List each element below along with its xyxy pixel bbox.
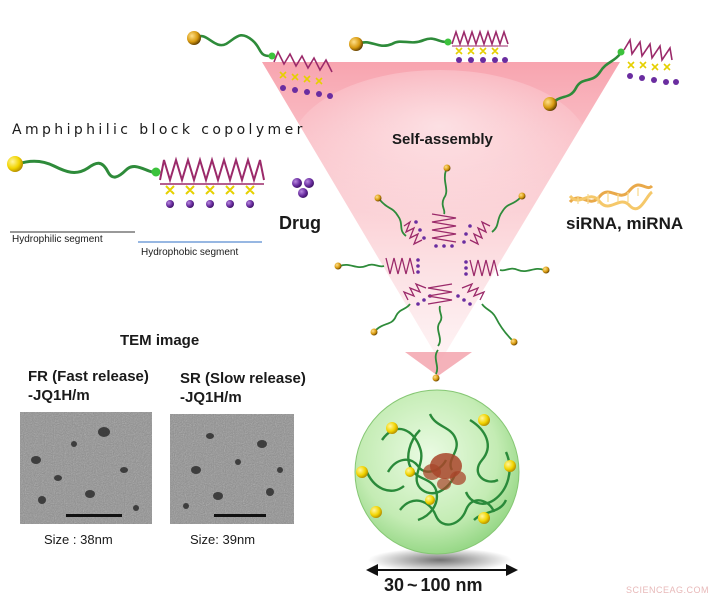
tem-title: TEM image xyxy=(120,332,200,349)
fr-sublabel: -JQ1H/m xyxy=(28,387,90,404)
micelle-assembly xyxy=(334,164,550,382)
watermark: SCIENCEAG.COM xyxy=(626,585,710,595)
hydrophilic-sphere-icon xyxy=(7,156,23,172)
scale-arrow-icon xyxy=(366,564,518,576)
size-fr-label: Size : 38nm xyxy=(44,532,113,547)
hydrophobic-label: Hydrophobic segment xyxy=(141,247,239,258)
micelle-shadow xyxy=(368,548,512,572)
cone-tip xyxy=(405,352,472,376)
fr-label: FR (Fast release) xyxy=(28,368,149,385)
copolymer-title: Amphiphilic block copolymer xyxy=(12,122,306,138)
size-range-label: 30 ~ 100 nm xyxy=(384,575,483,595)
sirna-label: siRNA, miRNA xyxy=(566,214,684,233)
hydrophilic-label: Hydrophilic segment xyxy=(12,234,103,245)
size-sr-label: Size: 39nm xyxy=(190,532,256,547)
drug-label: Drug xyxy=(279,213,321,233)
drug-molecule-icon xyxy=(292,178,314,198)
micelle-sphere xyxy=(354,389,520,555)
sirna-helix-icon xyxy=(568,183,654,211)
copolymer-diagram xyxy=(7,156,265,243)
copolymer-top-left xyxy=(187,31,333,99)
copolymer-top-right xyxy=(543,37,679,111)
sr-label: SR (Slow release) xyxy=(180,370,306,387)
cone-highlight xyxy=(290,70,590,230)
sr-sublabel: -JQ1H/m xyxy=(180,389,242,406)
self-assembly-label: Self-assembly xyxy=(392,131,493,148)
tem-image-fr xyxy=(20,412,152,524)
tem-image-sr xyxy=(170,414,294,524)
copolymer-top-middle xyxy=(349,29,509,63)
